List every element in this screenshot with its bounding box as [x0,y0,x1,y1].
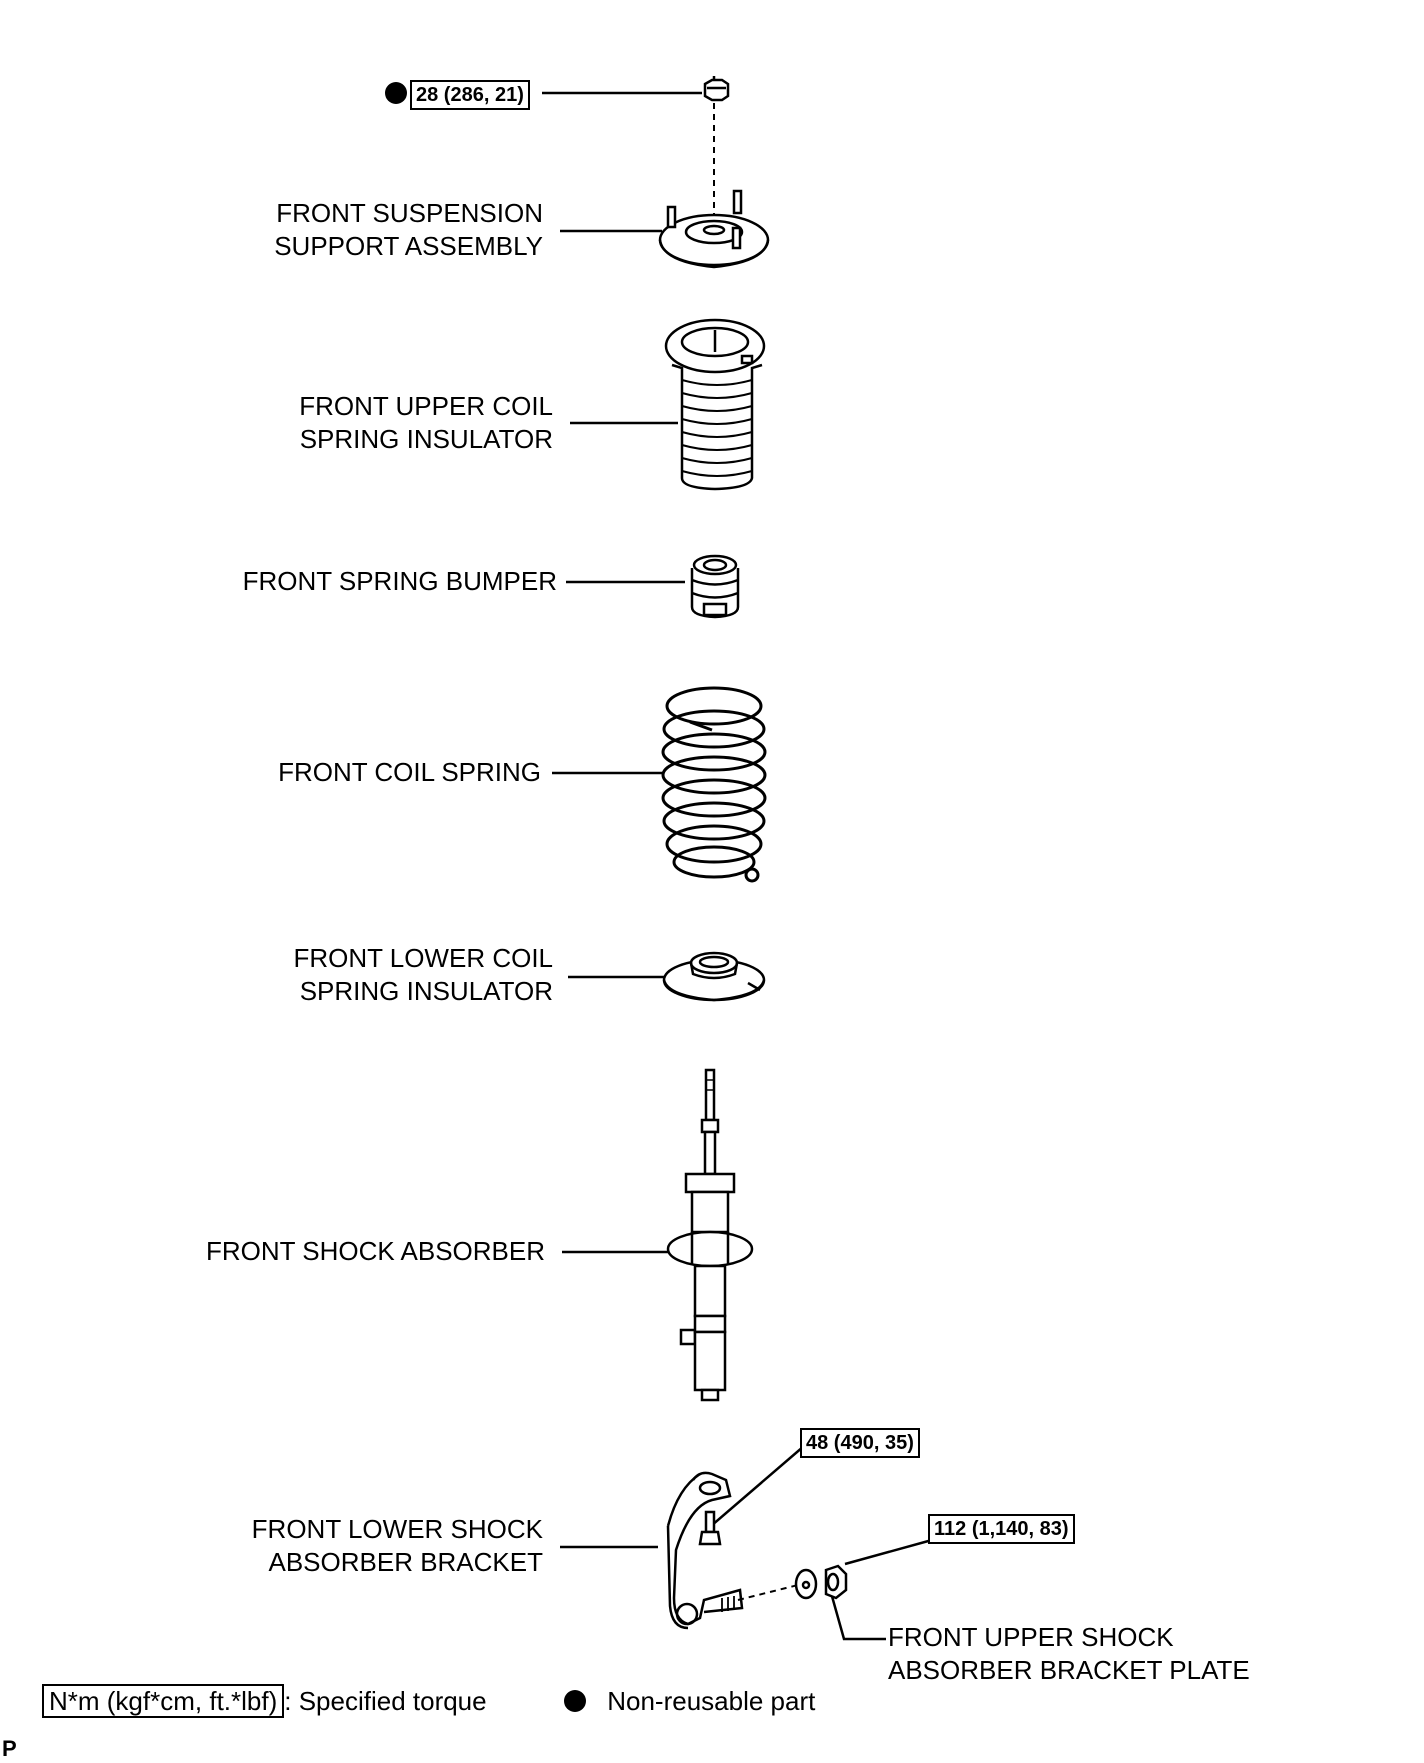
label-shock-absorber: FRONT SHOCK ABSORBER [206,1235,545,1268]
figure-code: P [2,1736,17,1761]
nonreusable-dot-icon [564,1690,586,1712]
torque-bracket-bolt: 48 (490, 35) [800,1428,920,1458]
label-bracket-plate: FRONT UPPER SHOCK ABSORBER BRACKET PLATE [888,1621,1250,1687]
label-line: FRONT SUSPENSION [276,198,543,228]
label-line: FRONT LOWER COIL [293,943,553,973]
label-coil-spring: FRONT COIL SPRING [278,756,541,789]
legend-nonreusable: Non-reusable part [564,1684,815,1718]
lower-shock-absorber-bracket [666,1471,744,1630]
label-support-assembly: FRONT SUSPENSION SUPPORT ASSEMBLY [274,197,543,263]
suspension-support-assembly [658,189,770,269]
coil-spring [661,686,767,883]
label-line: FRONT SHOCK ABSORBER [205,1236,545,1266]
nonreusable-dot-icon [385,82,407,104]
label-line: SPRING INSULATOR [299,424,553,454]
legend-torque: N*m (kgf*cm, ft.*lbf): Specified torque [42,1684,487,1718]
upper-coil-spring-insulator [664,318,766,491]
bracket-bolt [698,1510,722,1546]
label-lower-bracket: FRONT LOWER SHOCK ABSORBER BRACKET [252,1513,543,1579]
shock-absorber [666,1068,754,1402]
lower-coil-spring-insulator [662,951,766,1002]
label-line: FRONT COIL SPRING [278,757,541,787]
label-line: SUPPORT ASSEMBLY [274,231,543,261]
label-lower-insulator: FRONT LOWER COIL SPRING INSULATOR [293,942,553,1008]
spring-bumper [690,554,740,619]
label-line: FRONT UPPER COIL [299,391,553,421]
torque-nut-top: 28 (286, 21) [410,80,530,110]
hex-nut [703,76,730,102]
label-line: SPRING INSULATOR [299,976,553,1006]
legend-torque-format: N*m (kgf*cm, ft.*lbf) [42,1684,285,1718]
label-line: FRONT SPRING BUMPER [242,566,557,596]
label-line: FRONT UPPER SHOCK [888,1622,1174,1652]
legend-nonreusable-desc: Non-reusable part [607,1686,816,1716]
legend-torque-desc: : Specified torque [284,1686,487,1716]
torque-plate-nut: 112 (1,140, 83) [928,1514,1075,1544]
bracket-plate-and-nut [794,1564,848,1600]
label-line: ABSORBER BRACKET [268,1547,543,1577]
label-line: ABSORBER BRACKET PLATE [888,1655,1250,1685]
label-line: FRONT LOWER SHOCK [251,1514,543,1544]
label-spring-bumper: FRONT SPRING BUMPER [243,565,557,598]
label-upper-insulator: FRONT UPPER COIL SPRING INSULATOR [299,390,553,456]
